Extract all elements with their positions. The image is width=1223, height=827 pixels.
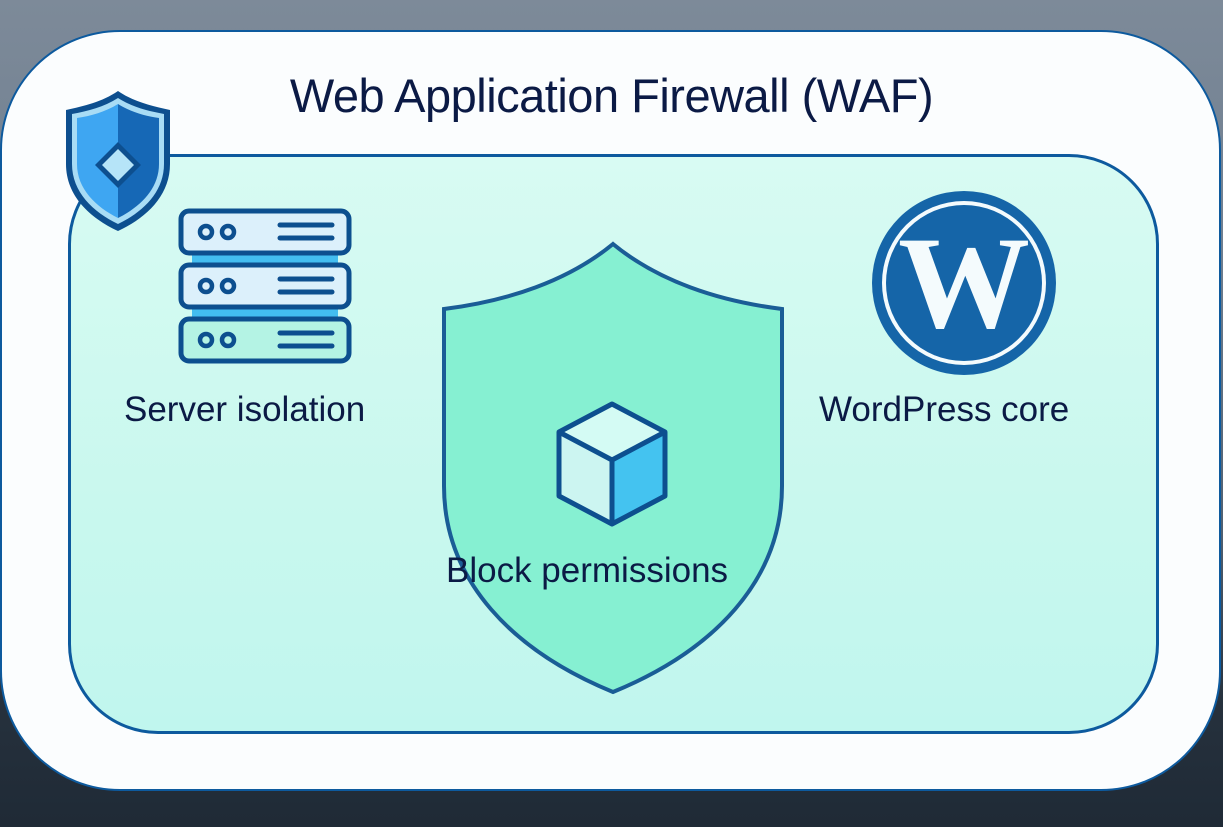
diagram-title: Web Application Firewall (WAF) [289, 69, 934, 122]
cube-icon [556, 401, 668, 527]
wordpress-core-label: WordPress core [819, 390, 1070, 429]
security-shield-icon [66, 91, 170, 231]
block-permissions-label: Block permissions [446, 551, 729, 590]
wordpress-logo-icon: W [872, 191, 1056, 375]
server-rack-icon [178, 208, 352, 364]
svg-text:W: W [898, 209, 1030, 356]
server-isolation-label: Server isolation [124, 390, 366, 429]
